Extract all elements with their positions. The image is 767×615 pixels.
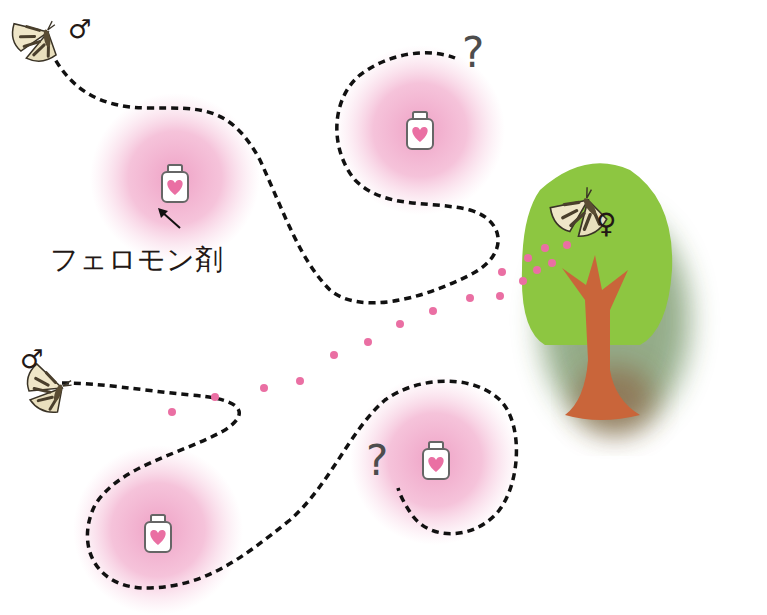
symbol-label: ♂ bbox=[68, 16, 91, 42]
symbol-label: ♂ bbox=[20, 346, 43, 372]
callout-label: フェロモン剤 bbox=[50, 246, 223, 274]
symbol-label: ? bbox=[366, 440, 388, 482]
symbol-label: ♀ bbox=[596, 210, 617, 238]
symbol-label: ? bbox=[462, 32, 484, 74]
